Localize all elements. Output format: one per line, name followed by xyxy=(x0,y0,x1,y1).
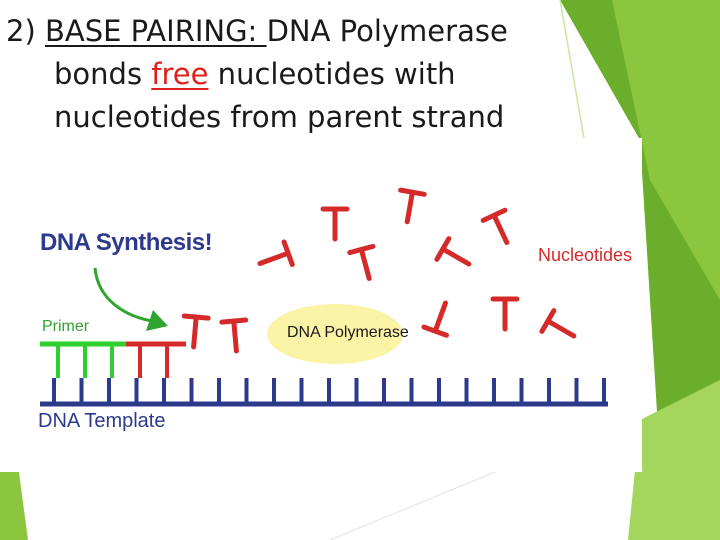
template-bases xyxy=(52,378,606,404)
free-nucleotide xyxy=(219,317,249,354)
title-text-1: DNA Polymerase xyxy=(266,14,508,48)
free-nucleotide xyxy=(434,236,472,267)
dna-template-label: DNA Template xyxy=(38,410,166,432)
free-nucleotide xyxy=(320,206,350,242)
dna-synthesis-label: DNA Synthesis! xyxy=(40,229,213,256)
green-accent-light xyxy=(612,0,720,300)
template-strand xyxy=(40,378,608,407)
dna-synthesis-diagram: DNA Synthesis! Primer DNA Template Nucle… xyxy=(0,138,642,472)
title-line-3: nucleotides from parent strand xyxy=(54,100,505,134)
free-nucleotide xyxy=(421,300,449,338)
title-heading: BASE PAIRING: xyxy=(44,14,267,48)
polymerase-blob xyxy=(267,304,403,364)
title-line-1: 2) BASE PAIRING: DNA Polymerase xyxy=(6,10,566,53)
synthesis-arrow xyxy=(93,267,153,323)
primer-strand xyxy=(40,341,186,378)
free-nucleotide xyxy=(347,243,376,281)
diagram-canvas xyxy=(40,187,608,407)
primer-label: Primer xyxy=(42,318,90,335)
title-number: 2) xyxy=(6,14,45,48)
title-free-word: free xyxy=(151,57,209,91)
free-nucleotide xyxy=(181,313,211,350)
accent-line-bottom xyxy=(329,469,501,540)
green-accent-bottom xyxy=(628,380,720,540)
free-nucleotide xyxy=(490,296,520,332)
primer-bases xyxy=(56,344,114,378)
free-nucleotide xyxy=(480,207,510,246)
nucleotides-label: Nucleotides xyxy=(538,245,633,265)
free-nucleotides xyxy=(181,187,577,354)
dna-polymerase-label: DNA Polymerase xyxy=(287,324,409,341)
slide-title: 2) BASE PAIRING: DNA Polymerase bonds fr… xyxy=(6,10,566,139)
title-text-2b: nucleotides with xyxy=(208,57,456,91)
title-line-2: bonds free nucleotides with xyxy=(6,53,566,96)
free-nucleotide xyxy=(257,239,295,267)
new-strand-bases xyxy=(138,344,169,378)
free-nucleotide xyxy=(398,187,427,225)
title-text-2a: bonds xyxy=(54,57,152,91)
synthesis-arrow-head xyxy=(146,310,168,331)
free-nucleotide xyxy=(539,308,577,339)
